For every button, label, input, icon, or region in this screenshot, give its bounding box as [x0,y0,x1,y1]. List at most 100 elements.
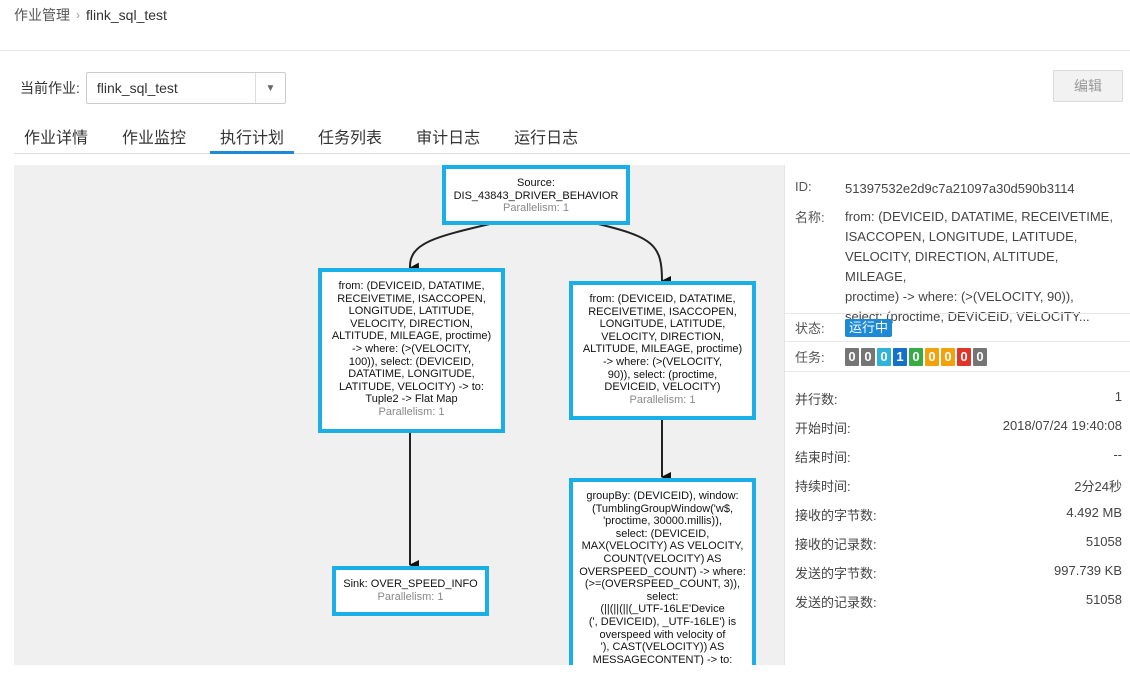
stat-duration: 持续时间: 2分24秒 [795,476,1122,495]
detail-id-value: 51397532e2d9c7a21097a30d590b3114 [845,181,1075,196]
node-parallelism: Parallelism: 1 [629,393,696,406]
task-status-counters: 0 0 0 1 0 0 0 0 0 [845,347,987,366]
detail-name-line: select: (proctime, DEVICEID, VELOCITY... [845,309,1090,324]
header-divider [0,50,1130,51]
stat-value: 51058 [1085,534,1122,549]
node-text: OVERSPEED_COUNT) -> where: [579,565,746,578]
node-parallelism: Parallelism: 1 [378,405,445,418]
tab-task-list[interactable]: 任务列表 [318,130,383,147]
graph-node-sink[interactable]: Sink: OVER_SPEED_INFO Parallelism: 1 [332,566,489,616]
detail-status-row: 状态: 运行中 [795,318,1122,337]
node-text: overspeed with velocity of [599,628,726,641]
breadcrumb-current: flink_sql_test [86,7,167,23]
stat-label: 并行数: [795,392,838,407]
node-text: '), CAST(VELOCITY)) AS [600,641,725,654]
job-selector-label: 当前作业: [20,80,80,96]
node-text: DATATIME, LONGITUDE, [348,368,475,381]
tab-job-details[interactable]: 作业详情 [24,130,89,147]
node-text: ALTITUDE, MILEAGE, proctime) [582,343,743,356]
detail-name-line: ISACCOPEN, LONGITUDE, LATITUDE, [845,229,1078,244]
tab-audit-log[interactable]: 审计日志 [416,130,481,147]
detail-id-row: ID: 51397532e2d9c7a21097a30d590b3114 [795,179,1122,199]
stat-label: 接收的记录数: [795,537,877,552]
graph-node-groupby[interactable]: groupBy: (DEVICEID), window: (TumblingGr… [569,478,756,665]
node-text: groupBy: (DEVICEID), window: [586,490,739,502]
breadcrumb-separator-icon: › [76,8,80,22]
stat-value: 2018/07/24 19:40:08 [1002,418,1122,433]
detail-name-line: from: (DEVICEID, DATATIME, RECEIVETIME, [845,209,1113,224]
node-text: (TumblingGroupWindow('w$, [591,502,734,515]
node-details-panel: ID: 51397532e2d9c7a21097a30d590b3114 名称:… [784,165,1130,665]
detail-id-label: ID: [795,179,812,194]
node-text: DIS_43843_DRIVER_BEHAVIOR [453,189,619,202]
node-text: (', DEVICEID), _UTF-16LE') is [588,615,737,628]
stat-parallelism: 并行数: 1 [795,389,1122,408]
node-text: from: (DEVICEID, DATATIME, [589,293,736,305]
node-text: RECEIVETIME, ISACCOPEN, [588,305,737,318]
graph-node-filter-right[interactable]: from: (DEVICEID, DATATIME, RECEIVETIME, … [569,281,756,420]
stat-label: 发送的字节数: [795,566,877,581]
node-text: Tuple2 -> Flat Map [365,393,458,406]
execution-plan-canvas[interactable]: Source: DIS_43843_DRIVER_BEHAVIOR Parall… [14,165,784,665]
edit-button[interactable]: 编辑 [1053,70,1123,102]
stat-label: 结束时间: [795,450,851,465]
task-counter-badge: 0 [861,347,875,366]
node-text: MESSAGECONTENT) -> to: [592,653,733,665]
stat-label: 开始时间: [795,421,851,436]
stat-records-received: 接收的记录数: 51058 [795,534,1122,553]
detail-status-label: 状态: [795,321,825,336]
node-text: (>=(OVERSPEED_COUNT, 3)), [584,578,741,591]
chevron-down-icon[interactable]: ▼ [254,73,285,103]
stat-value: 51058 [1085,592,1122,607]
breadcrumb: 作业管理 › flink_sql_test [14,5,167,25]
stat-value: -- [1113,447,1122,462]
detail-tasks-row: 任务: 0 0 0 1 0 0 0 0 0 [795,347,1122,366]
stat-bytes-sent: 发送的字节数: 997.739 KB [795,563,1122,582]
node-text: LONGITUDE, LATITUDE, [599,318,726,331]
stat-value: 4.492 MB [1066,505,1122,520]
task-counter-badge: 0 [909,347,923,366]
stat-label: 接收的字节数: [795,508,877,523]
breadcrumb-root-link[interactable]: 作业管理 [14,7,70,23]
graph-edges [408,222,672,570]
node-text: select: (DEVICEID, [615,527,710,540]
node-text: DEVICEID, VELOCITY) [604,381,721,394]
job-select-dropdown[interactable]: flink_sql_test ▼ [85,72,286,104]
task-counter-badge: 0 [957,347,971,366]
node-text: 100)), select: (DEVICEID, [348,355,475,368]
node-text: from: (DEVICEID, DATATIME, [338,280,485,292]
node-text: RECEIVETIME, ISACCOPEN, [337,292,486,305]
detail-name-line: VELOCITY, DIRECTION, ALTITUDE, MILEAGE, [845,249,1059,284]
detail-name-row: 名称: from: (DEVICEID, DATATIME, RECEIVETI… [795,207,1122,327]
node-text: select: [646,590,679,603]
detail-tasks-label: 任务: [795,350,825,365]
stat-records-sent: 发送的记录数: 51058 [795,592,1122,611]
stat-label: 发送的记录数: [795,595,877,610]
node-text: (||(||(||(_UTF-16LE'Device [600,603,725,616]
tab-run-log[interactable]: 运行日志 [514,130,579,147]
node-text: 90)), select: (proctime, [607,368,718,381]
stat-value: 2分24秒 [1074,479,1122,494]
node-text: MAX(VELOCITY) AS VELOCITY, [581,540,744,553]
node-text: LONGITUDE, LATITUDE, [348,305,475,318]
job-selector-row: 当前作业: flink_sql_test ▼ [20,72,286,104]
task-counter-badge: 0 [845,347,859,366]
stat-label: 持续时间: [795,479,851,494]
stat-start-time: 开始时间: 2018/07/24 19:40:08 [795,418,1122,437]
tab-execution-plan[interactable]: 执行计划 [210,116,295,154]
node-text: VELOCITY, DIRECTION, [350,317,473,330]
detail-name-value: from: (DEVICEID, DATATIME, RECEIVETIME, … [845,207,1122,327]
task-counter-badge: 0 [877,347,891,366]
task-counter-badge: 0 [973,347,987,366]
status-badge: 运行中 [845,318,893,337]
edge-source-to-left [408,222,495,273]
stat-bytes-received: 接收的字节数: 4.492 MB [795,505,1122,524]
node-text: -> where: (>(VELOCITY, [351,342,471,355]
tab-job-monitor[interactable]: 作业监控 [122,130,187,147]
graph-node-source[interactable]: Source: DIS_43843_DRIVER_BEHAVIOR Parall… [442,165,630,225]
node-text: 'proctime, 30000.millis)), [603,515,722,528]
node-text: LATITUDE, VELOCITY) -> to: [339,380,484,393]
detail-name-label: 名称: [795,210,825,225]
divider [785,313,1130,314]
graph-node-filter-left[interactable]: from: (DEVICEID, DATATIME, RECEIVETIME, … [318,268,505,433]
